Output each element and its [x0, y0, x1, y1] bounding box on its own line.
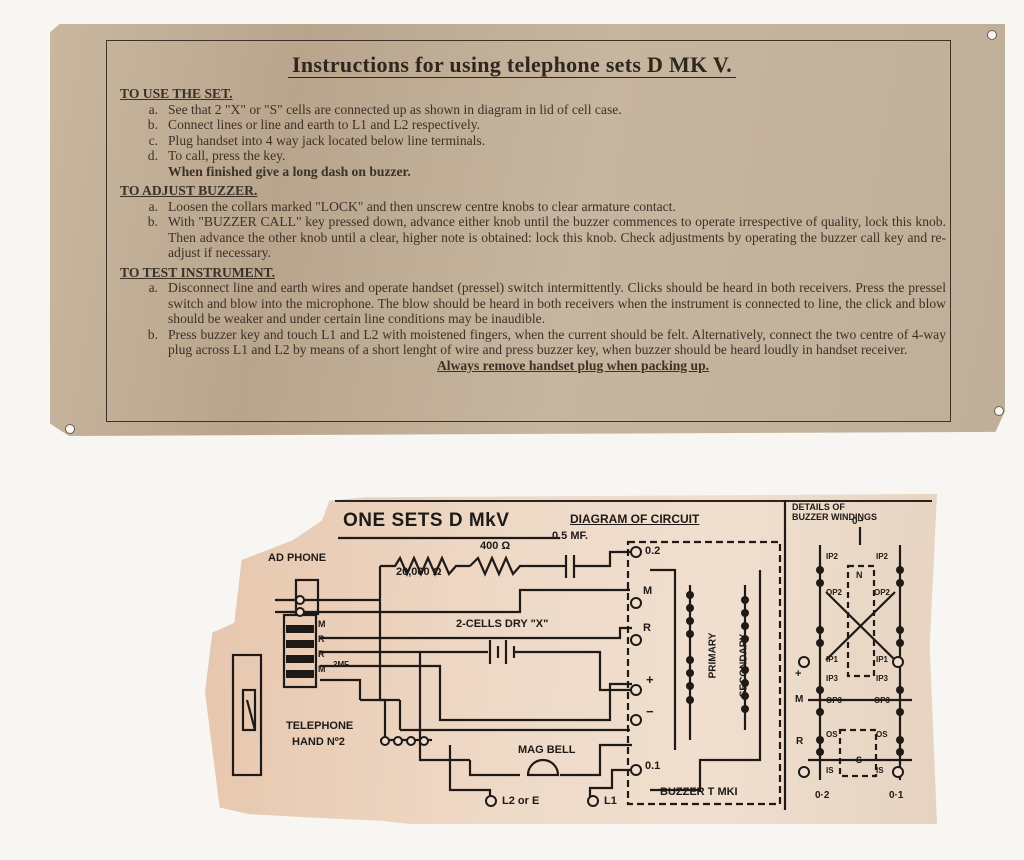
line-l1-label: L1: [604, 795, 617, 807]
jack-label-m: M: [318, 664, 326, 674]
winding-ip2-right: IP2: [876, 552, 889, 561]
terminal-minus-label: −: [646, 704, 654, 719]
coil-marks: [286, 566, 904, 756]
winding-plus: +: [795, 668, 802, 680]
winding-os-left: OS: [826, 730, 838, 739]
winding-n: N: [856, 570, 863, 580]
resistor-20000-label: 20,000 Ω: [396, 566, 442, 578]
winding-r: R: [796, 736, 804, 747]
jack-label-m: M: [318, 619, 326, 629]
mounting-hole: [994, 406, 1004, 416]
bell-symbol: [526, 758, 560, 777]
instruction-item: a.Disconnect line and earth wires and op…: [148, 280, 946, 326]
instruction-item: b.Press buzzer key and touch L1 and L2 w…: [147, 326, 946, 358]
section-heading: TO USE THE SET.: [120, 86, 233, 101]
diagram-subtitle: DIAGRAM OF CIRCUIT: [570, 512, 700, 526]
buzzer-label: BUZZER T MKI: [660, 786, 738, 798]
winding-02: 0·2: [815, 790, 830, 801]
winding-s: S: [856, 755, 863, 765]
winding-01: 0·1: [889, 790, 904, 801]
winding-is-left: IS: [826, 766, 834, 775]
windings-title: DETAILS OF: [792, 502, 845, 512]
winding-op3-right: OP3: [874, 696, 891, 705]
winding-is-right: IS: [876, 766, 884, 775]
instruction-plate: [50, 24, 1005, 436]
terminal-02-label: 0.2: [645, 545, 661, 557]
circuit-diagram-card: [205, 494, 937, 824]
card-top-rule: [335, 500, 932, 509]
instruction-item: a.Loosen the collars marked "LOCK" and t…: [148, 198, 676, 214]
winding-op2-right: OP2: [874, 588, 891, 597]
line-l2-label: L2 or E: [502, 795, 540, 807]
handset-label: HAND Nº2: [292, 736, 345, 748]
instructions-body: TO USE THE SET. a.See that 2 "X" or "S" …: [120, 82, 946, 373]
telephone-label: TELEPHONE: [286, 720, 354, 732]
section-heading: TO TEST INSTRUMENT.: [120, 264, 275, 280]
plate-title: Instructions for using telephone sets D …: [0, 52, 1024, 78]
mounting-hole: [65, 424, 75, 434]
terminals: [295, 546, 904, 807]
winding-ip3-left: IP3: [826, 674, 839, 683]
instruction-item: a.See that 2 "X" or "S" cells are connec…: [148, 101, 622, 117]
instruction-item: c.Plug handset into 4 way jack located b…: [148, 132, 486, 148]
jack-label-r: R: [318, 634, 325, 644]
mounting-hole: [987, 30, 997, 40]
buzzer-box: [626, 540, 782, 806]
capacitor-2mf-label: 2MF: [333, 660, 349, 669]
resistor-400-label: 400 Ω: [480, 540, 511, 552]
winding-m: M: [795, 694, 804, 705]
instruction-item: b.With "BUZZER CALL" key pressed down, a…: [147, 214, 946, 260]
finish-note: When finished give a long dash on buzzer…: [168, 163, 411, 179]
primary-label: PRIMARY: [707, 632, 719, 679]
cells-label: 2-CELLS DRY "X": [456, 618, 549, 630]
secondary-label: SECONDARY: [738, 633, 750, 698]
winding-ip2-left: IP2: [826, 552, 839, 561]
windings-title: BUZZER WINDINGS: [792, 512, 877, 522]
terminal-01-label: 0.1: [645, 760, 661, 772]
winding-os-right: OS: [876, 730, 888, 739]
packing-note: Always remove handset plug when packing …: [436, 357, 710, 373]
jack-label-r: R: [318, 649, 325, 659]
winding-ip3-right: IP3: [876, 674, 889, 683]
diagram-header-title: ONE SETS D MkV: [343, 510, 510, 531]
terminal-m-label: M: [643, 585, 653, 597]
winding-op3-left: OP3: [826, 696, 843, 705]
winding-op2-left: OP2: [826, 588, 843, 597]
winding-ip1-right: IP1: [876, 655, 889, 664]
terminal-r-label: R: [643, 622, 651, 634]
terminal-plus-label: +: [646, 672, 654, 687]
section-heading: TO ADJUST BUZZER.: [120, 183, 258, 198]
instruction-item: d.To call, press the key.: [147, 148, 286, 163]
capacitor-label: 0.5 MF.: [552, 530, 589, 542]
mag-bell-label: MAG BELL: [518, 744, 576, 756]
instruction-item: b.Connect lines or line and earth to L1 …: [147, 117, 481, 132]
winding-0-minus: 0−: [852, 516, 864, 527]
headphone-label: AD PHONE: [268, 552, 327, 564]
plate-border: [106, 40, 951, 422]
winding-ip1-left: IP1: [826, 655, 839, 664]
